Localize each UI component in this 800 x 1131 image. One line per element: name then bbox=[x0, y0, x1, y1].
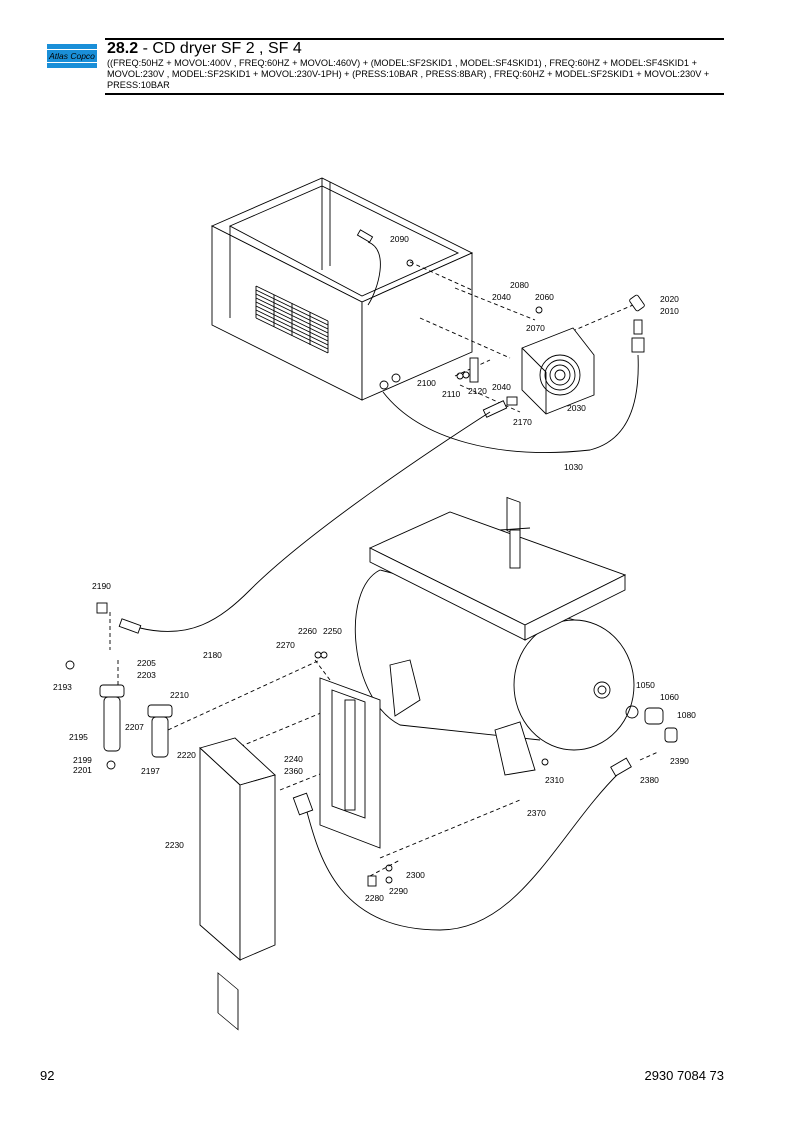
part-label: 2360 bbox=[284, 766, 303, 776]
part-label: 2040 bbox=[492, 382, 511, 392]
part-label: 2370 bbox=[527, 808, 546, 818]
part-label: 2260 bbox=[298, 626, 317, 636]
part-label: 2020 bbox=[660, 294, 679, 304]
part-label: 2207 bbox=[125, 722, 144, 732]
page-number: 92 bbox=[40, 1068, 55, 1083]
part-label: 2240 bbox=[284, 754, 303, 764]
part-label: 2201 bbox=[73, 765, 92, 775]
air-receiver-tank bbox=[354, 511, 635, 776]
part-label: 2230 bbox=[165, 840, 184, 850]
mounting-bracket bbox=[319, 677, 381, 849]
part-label: 2010 bbox=[660, 306, 679, 316]
configuration-subtitle: ((FREQ:50HZ + MOVOL:400V , FREQ:60HZ + M… bbox=[107, 58, 710, 90]
part-label: 2030 bbox=[567, 403, 586, 413]
section-title: - CD dryer SF 2 , SF 4 bbox=[138, 40, 302, 57]
part-label: 2180 bbox=[203, 650, 222, 660]
filter-assembly bbox=[65, 660, 173, 770]
dryer-cabinet bbox=[210, 177, 474, 401]
part-label: 1060 bbox=[660, 692, 679, 702]
part-label: 2190 bbox=[92, 581, 111, 591]
fan-unit bbox=[506, 327, 595, 536]
atlas-copco-logo: Atlas Copco bbox=[47, 44, 97, 68]
part-label: 2205 bbox=[137, 658, 156, 668]
small-fittings bbox=[469, 294, 645, 418]
part-label: 2060 bbox=[535, 292, 554, 302]
part-label: 2310 bbox=[545, 775, 564, 785]
part-labels: 2090 2080 2040 2060 2070 2020 2010 2100 … bbox=[53, 234, 696, 903]
part-label: 2170 bbox=[513, 417, 532, 427]
drawing-geometry bbox=[65, 177, 678, 1031]
part-label: 2250 bbox=[323, 626, 342, 636]
part-label: 1050 bbox=[636, 680, 655, 690]
part-label: 2280 bbox=[365, 893, 384, 903]
part-label: 2100 bbox=[417, 378, 436, 388]
page-title: 28.2 - CD dryer SF 2 , SF 4 bbox=[107, 40, 302, 58]
part-label: 2193 bbox=[53, 682, 72, 692]
part-label: 2040 bbox=[492, 292, 511, 302]
part-label: 2199 bbox=[73, 755, 92, 765]
part-label: 2080 bbox=[510, 280, 529, 290]
cabinet-louvers bbox=[255, 285, 329, 354]
header-bottom-rule bbox=[105, 93, 724, 95]
part-label: 2120 bbox=[468, 386, 487, 396]
part-label: 2195 bbox=[69, 732, 88, 742]
header-top-rule bbox=[105, 38, 724, 40]
hose-1030 bbox=[382, 354, 639, 453]
part-label: 2290 bbox=[389, 886, 408, 896]
part-label: 2380 bbox=[640, 775, 659, 785]
part-label: 1030 bbox=[564, 462, 583, 472]
part-label: 2220 bbox=[177, 750, 196, 760]
part-label: 2090 bbox=[390, 234, 409, 244]
dryer-column bbox=[199, 737, 276, 1031]
part-label: 2300 bbox=[406, 870, 425, 880]
part-label: 2197 bbox=[141, 766, 160, 776]
part-label: 2210 bbox=[170, 690, 189, 700]
section-number: 28.2 bbox=[107, 40, 139, 57]
svg-text:Atlas Copco: Atlas Copco bbox=[48, 51, 95, 61]
part-label: 2203 bbox=[137, 670, 156, 680]
hose-2180 bbox=[139, 411, 491, 632]
hose-2370 bbox=[306, 771, 621, 931]
part-label: 2390 bbox=[670, 756, 689, 766]
part-label: 2270 bbox=[276, 640, 295, 650]
part-label: 2110 bbox=[442, 389, 461, 399]
part-label: 1080 bbox=[677, 710, 696, 720]
bolts bbox=[314, 259, 549, 887]
document-number: 2930 7084 73 bbox=[644, 1068, 724, 1083]
part-label: 2070 bbox=[526, 323, 545, 333]
